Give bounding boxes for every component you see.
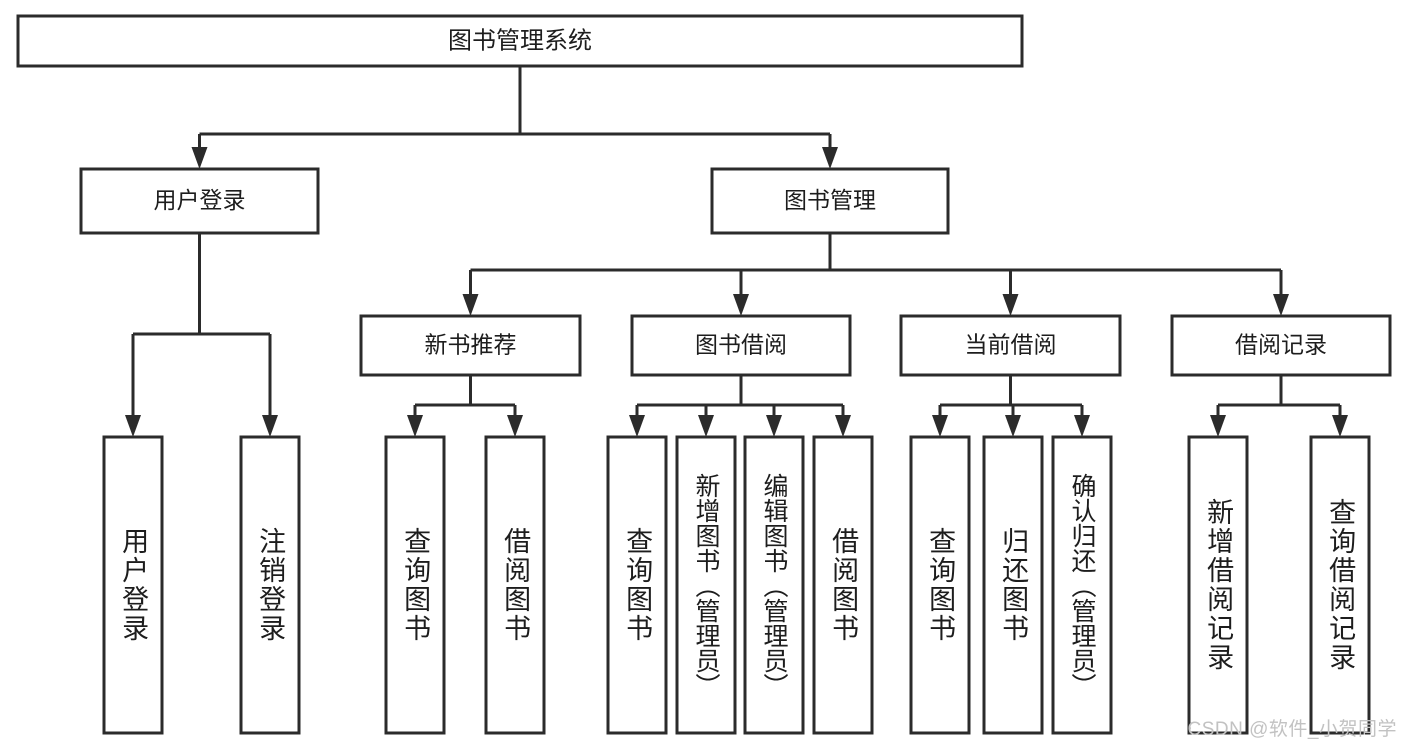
csdn-watermark: CSDN @软件_小贺同学 [1187, 719, 1397, 740]
node-root-label: 图书管理系统 [448, 27, 592, 54]
node-level3-label-0: 新书推荐 [425, 332, 517, 358]
arrow-head-icon [1210, 415, 1226, 437]
node-level2-图书管理[interactable] [710, 167, 950, 235]
node-level3-label-2: 当前借阅 [965, 332, 1057, 358]
node-leaf-借阅图书[interactable] [812, 435, 874, 735]
arrow-head-icon [698, 415, 714, 437]
node-leaf-查询图书[interactable] [384, 435, 446, 735]
node-leaf-查询图书[interactable] [909, 435, 971, 735]
arrow-head-icon [766, 415, 782, 437]
node-leaf-新增图书（管理员）[interactable] [675, 435, 737, 735]
arrow-head-icon [629, 415, 645, 437]
node-level3-当前借阅[interactable] [899, 314, 1122, 377]
node-leaf-新增借阅记录[interactable] [1187, 435, 1249, 735]
arrow-head-icon [1002, 294, 1019, 316]
node-box-layer [16, 14, 1392, 735]
arrow-head-icon [1005, 415, 1021, 437]
node-leaf-查询图书[interactable] [606, 435, 668, 735]
arrow-head-icon [262, 415, 278, 437]
arrow-head-icon [1074, 415, 1090, 437]
arrow-head-icon [733, 294, 749, 316]
node-level3-label-1: 图书借阅 [695, 332, 787, 358]
node-level2-label-1: 图书管理 [784, 187, 876, 213]
arrow-head-icon [462, 294, 479, 316]
node-level3-label-3: 借阅记录 [1235, 332, 1327, 358]
connector-layer [125, 66, 1348, 437]
arrow-head-icon [1332, 415, 1348, 437]
arrow-head-icon [125, 415, 141, 437]
arrow-head-icon [191, 147, 208, 169]
node-leaf-查询借阅记录[interactable] [1309, 435, 1371, 735]
node-root-图书管理系统[interactable] [16, 14, 1024, 68]
arrow-head-icon [507, 415, 523, 437]
node-level2-用户登录[interactable] [79, 167, 320, 235]
node-level2-label-0: 用户登录 [154, 187, 246, 213]
arrow-head-icon [822, 147, 838, 169]
node-level3-借阅记录[interactable] [1170, 314, 1392, 377]
arrow-head-icon [407, 415, 423, 437]
node-leaf-编辑图书（管理员）[interactable] [743, 435, 805, 735]
node-level3-新书推荐[interactable] [359, 314, 582, 377]
node-leaf-用户登录[interactable] [102, 435, 164, 735]
node-leaf-借阅图书[interactable] [484, 435, 546, 735]
node-leaf-确认归还（管理员）[interactable] [1051, 435, 1113, 735]
node-leaf-注销登录[interactable] [239, 435, 301, 735]
arrow-head-icon [932, 415, 948, 437]
node-level3-图书借阅[interactable] [630, 314, 852, 377]
node-leaf-归还图书[interactable] [982, 435, 1044, 735]
arrow-head-icon [1273, 294, 1289, 316]
arrow-head-icon [835, 415, 851, 437]
